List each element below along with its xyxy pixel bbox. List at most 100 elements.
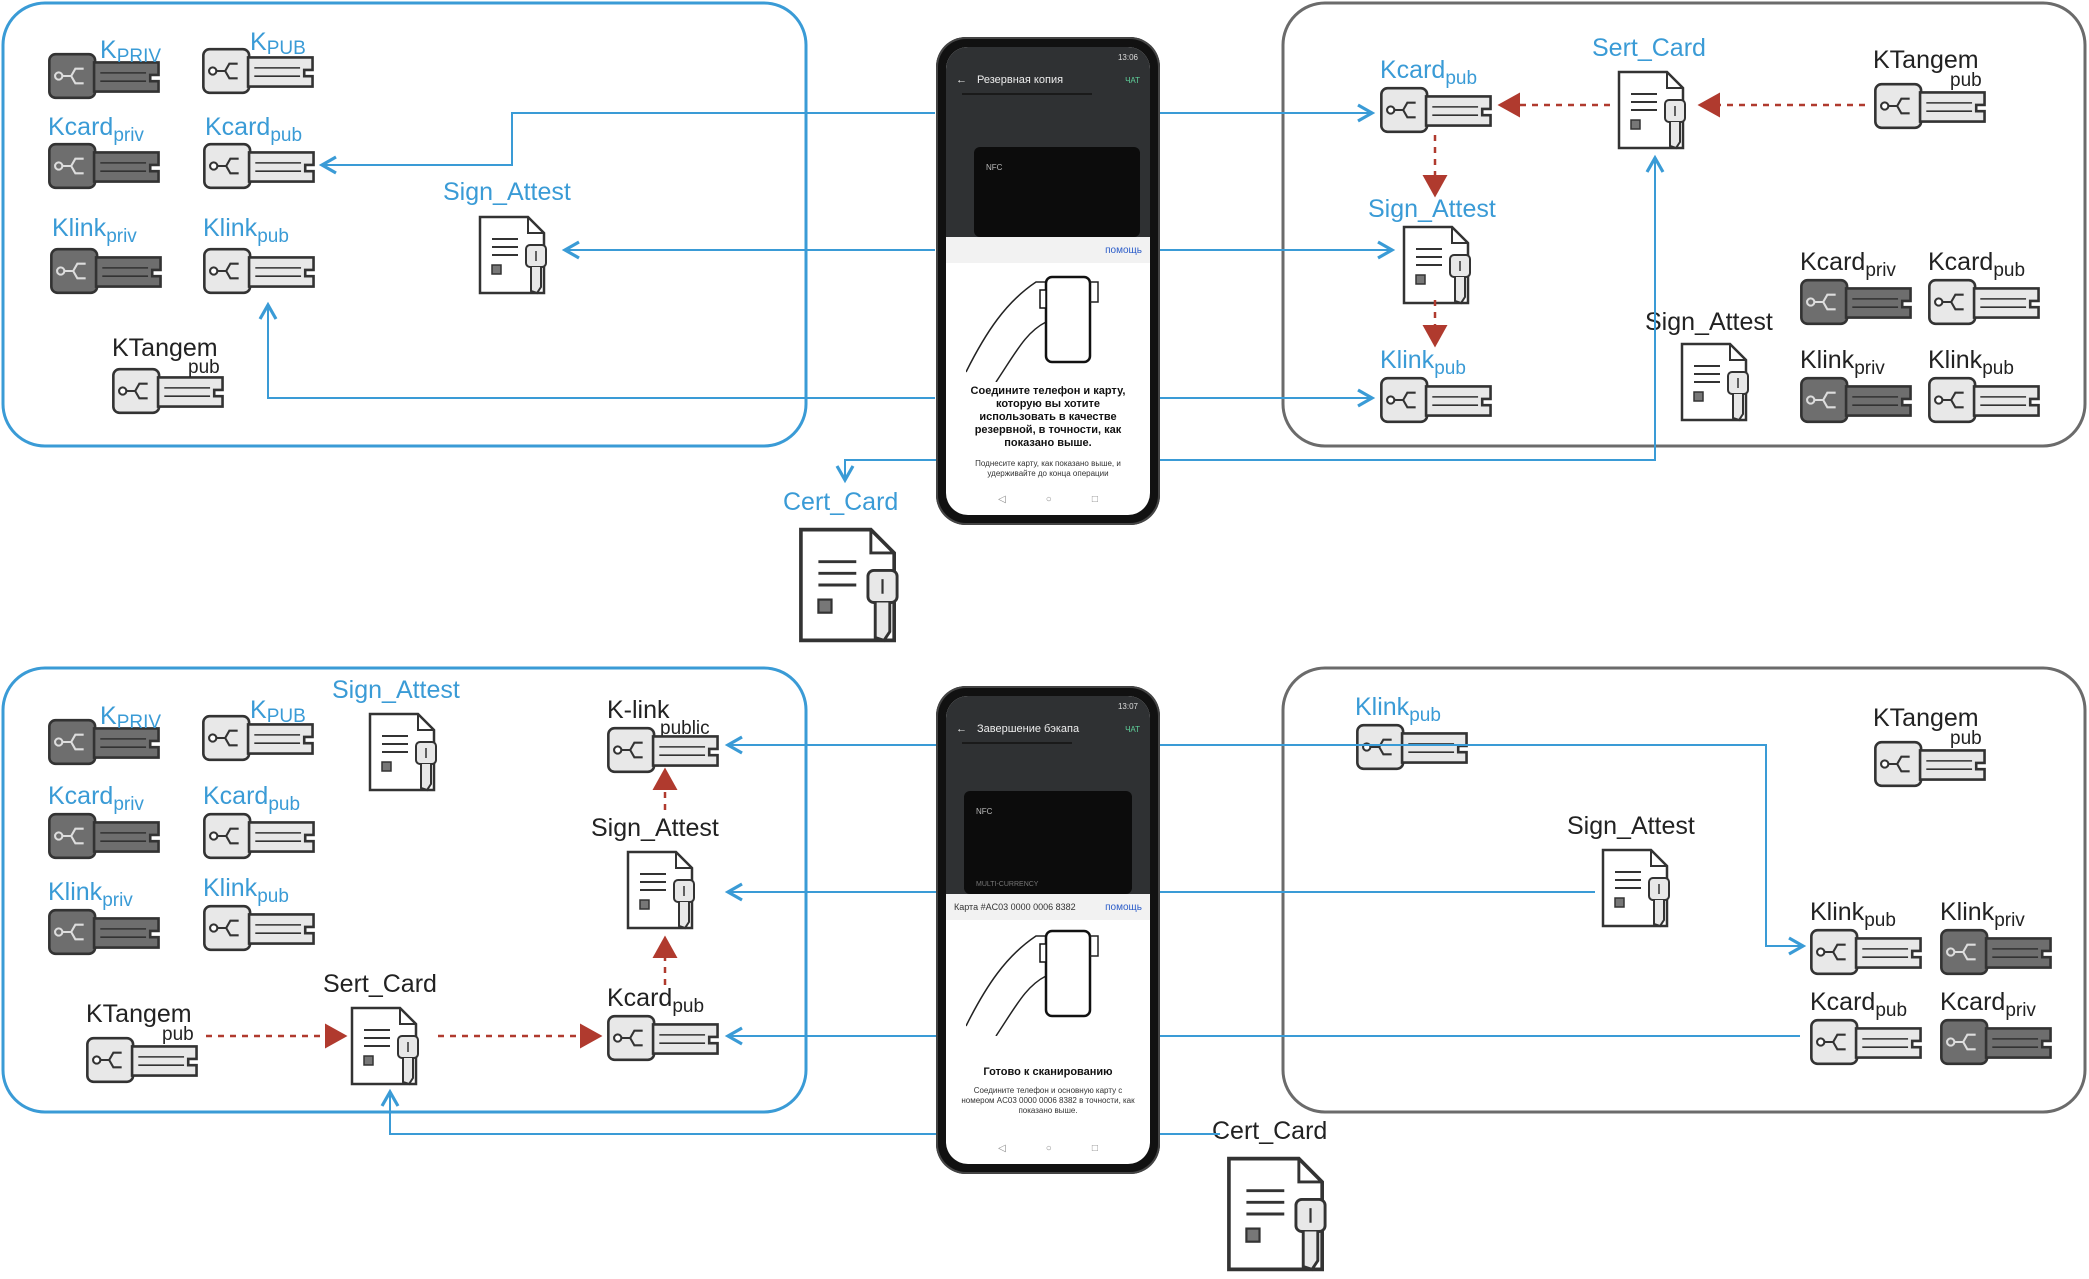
bottom-left-kpub: KPUB — [202, 696, 314, 762]
key-light-icon — [1810, 1018, 1922, 1066]
bottom-right-panel — [1281, 666, 2087, 1114]
svg-text:Kcardpriv: Kcardpriv — [48, 782, 144, 815]
svg-text:Klinkpriv: Klinkpriv — [52, 214, 137, 247]
bottom-phone: 13:07 ← Завершение бэкапа ЧАТ NFC MULTI-… — [936, 686, 1160, 1174]
svg-text:Kcardpriv: Kcardpriv — [1940, 988, 2036, 1021]
app-nav: ← Резервная копия ЧАТ — [956, 71, 1140, 89]
svg-text:KPUB: KPUB — [250, 28, 306, 59]
top-left-klink-pub: Klinkpub — [203, 214, 315, 295]
top-right-kcard-pub2: Kcardpub — [1928, 248, 2040, 326]
home-nav-icon[interactable]: ○ — [1045, 1143, 1052, 1154]
top-right-ktangem-pub: KTangem pub — [1873, 46, 1986, 130]
bottom-right-ktangem-pub: KTangem pub — [1873, 704, 1986, 788]
card-number: Карта #AC03 0000 0006 8382 — [954, 902, 1076, 912]
key-light-icon — [1928, 376, 2040, 424]
bottom-right-kcard-priv: Kcardpriv — [1940, 988, 2052, 1066]
bottom-left-klink-pub: Klinkpub — [203, 874, 315, 952]
top-left-kcard-pub: Kcardpub — [203, 113, 315, 190]
bottom-left-kpriv: KPRIV — [48, 702, 161, 766]
svg-text:pub: pub — [162, 1024, 194, 1045]
help-link[interactable]: помощь — [1105, 901, 1142, 913]
svg-text:Klinkpriv: Klinkpriv — [1940, 898, 2025, 931]
screen-title: Резервная копия — [977, 74, 1064, 86]
back-nav-icon[interactable]: ◁ — [998, 1143, 1006, 1154]
hint-text: Соедините телефон и основную карту с ном… — [961, 1086, 1135, 1115]
top-cert-card: Cert_Card — [783, 488, 898, 640]
svg-text:KTangem: KTangem — [112, 334, 218, 362]
back-nav-icon[interactable]: ◁ — [998, 494, 1006, 505]
key-light-icon — [1380, 86, 1492, 134]
bottom-left-sign-attest2: Sign_Attest — [591, 814, 719, 930]
recents-nav-icon[interactable]: □ — [1091, 1143, 1098, 1154]
hint-text: Поднесите карту, как показано выше, и уд… — [975, 459, 1121, 478]
key-dark-icon — [1800, 376, 1912, 424]
key-light-icon — [1928, 278, 2040, 326]
progress-line — [962, 93, 1092, 95]
nfc-label: NFC — [986, 163, 1003, 172]
bottom-right-klink-pub: Klinkpub — [1355, 693, 1468, 771]
svg-text:Kcardpub: Kcardpub — [607, 984, 704, 1017]
top-left-panel — [1, 1, 808, 448]
svg-text:Kcardpub: Kcardpub — [1380, 56, 1477, 89]
top-left-klink-priv: Klinkpriv — [50, 214, 162, 295]
svg-text:Kcardpub: Kcardpub — [203, 782, 300, 815]
svg-text:Kcardpub: Kcardpub — [1928, 248, 2025, 281]
chat-button[interactable]: ЧАТ — [1125, 75, 1140, 85]
bottom-red-arrows — [206, 767, 678, 1049]
status-bar: 13:07 — [1117, 702, 1138, 711]
key-light-icon — [1356, 723, 1468, 771]
top-left-kcard-priv: Kcardpriv — [48, 113, 160, 190]
top-right-sign-attest: Sign_Attest — [1368, 195, 1496, 305]
svg-text:KTangem: KTangem — [86, 1000, 192, 1028]
svg-text:Sign_Attest: Sign_Attest — [1567, 812, 1695, 840]
recents-nav-icon[interactable]: □ — [1091, 494, 1098, 505]
svg-text:Sign_Attest: Sign_Attest — [1645, 308, 1773, 336]
key-dark-icon — [48, 812, 160, 860]
bottom-right-klink-pub2: Klinkpub — [1810, 898, 1922, 976]
svg-text:Sign_Attest: Sign_Attest — [332, 676, 460, 704]
instruction-text: Готово к сканированию — [983, 1066, 1113, 1078]
phone-screen: 13:06 ← Резервная копия ЧАТ NFC помощь С… — [946, 47, 1150, 515]
svg-text:Kcardpriv: Kcardpriv — [48, 113, 144, 146]
back-arrow-icon[interactable]: ← — [956, 723, 967, 735]
key-dark-icon — [1940, 928, 2052, 976]
svg-text:Klinkpub: Klinkpub — [203, 874, 289, 907]
svg-text:Cert_Card: Cert_Card — [783, 488, 898, 516]
key-light-icon — [1380, 376, 1492, 424]
home-nav-icon[interactable]: ○ — [1045, 494, 1052, 505]
certificate-icon — [1226, 1156, 1328, 1272]
key-dark-icon — [1940, 1018, 2052, 1066]
certificate-icon — [1402, 225, 1472, 305]
svg-text:Kcardpub: Kcardpub — [205, 113, 302, 146]
top-left-kpriv: KPRIV — [48, 36, 161, 100]
svg-text:Sign_Attest: Sign_Attest — [591, 814, 719, 842]
top-right-sign-attest2: Sign_Attest — [1645, 308, 1773, 422]
bottom-left-kcard-pub2: Kcardpub — [607, 984, 719, 1062]
bottom-right-klink-priv: Klinkpriv — [1940, 898, 2052, 976]
svg-text:Klinkpriv: Klinkpriv — [1800, 346, 1885, 379]
help-link[interactable]: помощь — [1105, 244, 1142, 256]
instruction-text: Соедините телефон и карту, которую вы хо… — [970, 385, 1126, 449]
top-connectors — [258, 103, 1665, 484]
bottom-right-kcard-pub: Kcardpub — [1810, 988, 1922, 1066]
system-nav: ◁ ○ □ — [946, 494, 1150, 505]
progress-line — [962, 742, 1072, 744]
svg-text:Klinkpub: Klinkpub — [1380, 346, 1466, 379]
svg-text:Sert_Card: Sert_Card — [323, 970, 437, 998]
top-left-ktangem-pub: KTangem pub — [112, 334, 224, 415]
certificate-icon — [368, 712, 438, 792]
top-red-arrows — [1422, 92, 1865, 348]
certificate-icon — [626, 850, 696, 930]
svg-text:KPUB: KPUB — [250, 696, 306, 727]
bottom-left-sign-attest: Sign_Attest — [332, 676, 460, 792]
chat-button[interactable]: ЧАТ — [1125, 724, 1140, 734]
top-sign-attest: Sign_Attest — [443, 178, 571, 295]
back-arrow-icon[interactable]: ← — [956, 74, 967, 86]
svg-text:Klinkpub: Klinkpub — [1810, 898, 1896, 931]
bottom-cert-card: Cert_Card — [1212, 1117, 1328, 1272]
top-right-klink-priv: Klinkpriv — [1800, 346, 1912, 424]
key-dark-icon — [1800, 278, 1912, 326]
help-bar: Карта #AC03 0000 0006 8382 помощь — [946, 894, 1150, 920]
top-right-klink-pub: Klinkpub — [1380, 346, 1492, 424]
